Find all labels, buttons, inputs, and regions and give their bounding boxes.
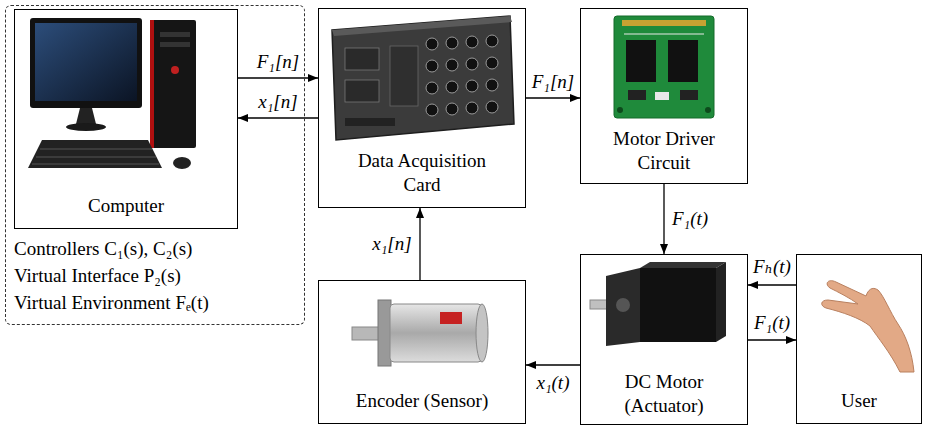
driver-box: Motor Driver Circuit (580, 8, 748, 184)
daq-picture (332, 16, 514, 140)
hand-picture (822, 281, 914, 372)
box-label: Motor Driver Circuit (604, 127, 724, 175)
signal-arrow (663, 184, 664, 254)
driver-board-picture (614, 16, 714, 118)
signal-arrow (238, 117, 318, 118)
signal-label: x₁(t) (535, 372, 572, 394)
signal-arrow (419, 208, 420, 280)
signal-label: F₁(t) (670, 208, 710, 230)
box-label: Data Acquisition Card (347, 149, 497, 197)
box-label: Encoder (Sensor) (327, 389, 517, 413)
region-note: Virtual Environment Fₑ(t) (14, 289, 209, 316)
user-box: User (796, 254, 922, 424)
encoder-picture (352, 300, 488, 366)
box-label: Computer (26, 194, 226, 218)
computer-box: Computer (14, 9, 238, 229)
signal-arrow (238, 77, 318, 78)
signal-arrow (748, 339, 796, 340)
daq-box: Data Acquisition Card (318, 8, 526, 208)
motor-picture (590, 262, 726, 346)
signal-arrow (526, 364, 580, 365)
region-note: Controllers C₁(s), C₂(s) (14, 235, 192, 262)
signal-label: x₁[n] (256, 91, 299, 113)
encoder-box: Encoder (Sensor) (318, 280, 526, 424)
signal-label: F₁[n] (530, 71, 577, 93)
signal-label: F₁[n] (255, 51, 302, 73)
box-label: DC Motor (Actuator) (604, 370, 724, 418)
signal-label: x₁[n] (370, 233, 413, 255)
signal-arrow (526, 97, 580, 98)
computer-picture (28, 18, 196, 169)
region-note: Virtual Interface P₂(s) (14, 262, 181, 289)
signal-arrow (748, 284, 796, 285)
box-label: User (804, 389, 914, 413)
motor-box: DC Motor (Actuator) (580, 254, 748, 425)
signal-label: Fₕ(t) (751, 256, 793, 278)
signal-label: F₁(t) (752, 312, 792, 334)
